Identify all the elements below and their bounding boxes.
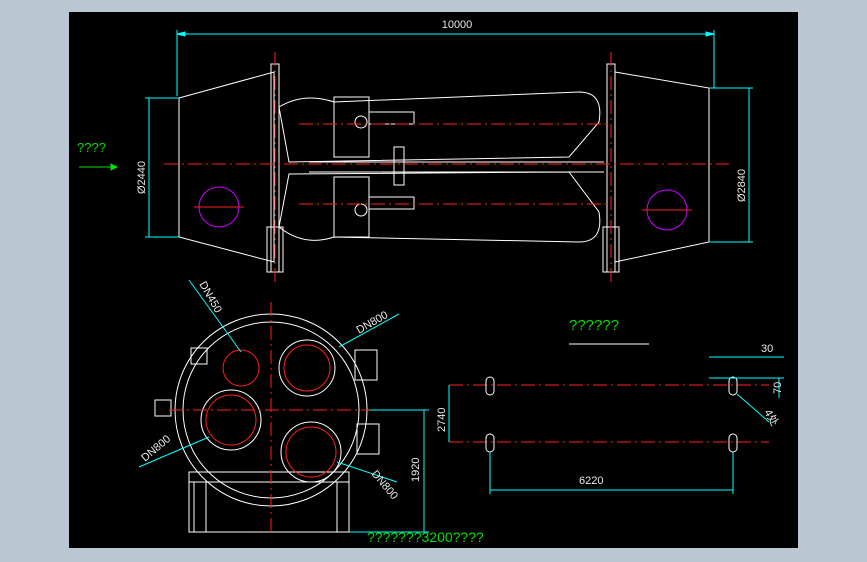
holes-note-label: 4处	[761, 407, 781, 428]
foundation-title: ??????	[569, 317, 619, 334]
nozzle-dn800-top-label: DN800	[355, 309, 391, 337]
outlet-diameter-label: Ø2840	[736, 169, 748, 202]
height-1920-label: 1920	[410, 458, 422, 482]
dim-70-label: 70	[772, 382, 784, 394]
side-elevation	[79, 30, 753, 282]
dim-30-label: 30	[761, 343, 773, 355]
inlet-diameter-label: Ø2440	[136, 161, 148, 194]
flow-direction-label: ????	[77, 140, 106, 155]
drawing-title: ???????3200????	[367, 529, 484, 545]
dim-6220-label: 6220	[579, 475, 603, 487]
overall-length-label: 10000	[442, 19, 473, 31]
foundation-plan	[448, 343, 784, 494]
nozzle-dn800-bottom-label: DN800	[369, 468, 400, 502]
dim-2740-label: 2740	[436, 408, 448, 432]
drawing-sheet: 10000 Ø2440 Ø2840 ????	[69, 12, 798, 548]
end-view	[138, 279, 429, 533]
cad-drawing: 10000 Ø2440 Ø2840 ????	[77, 19, 784, 545]
